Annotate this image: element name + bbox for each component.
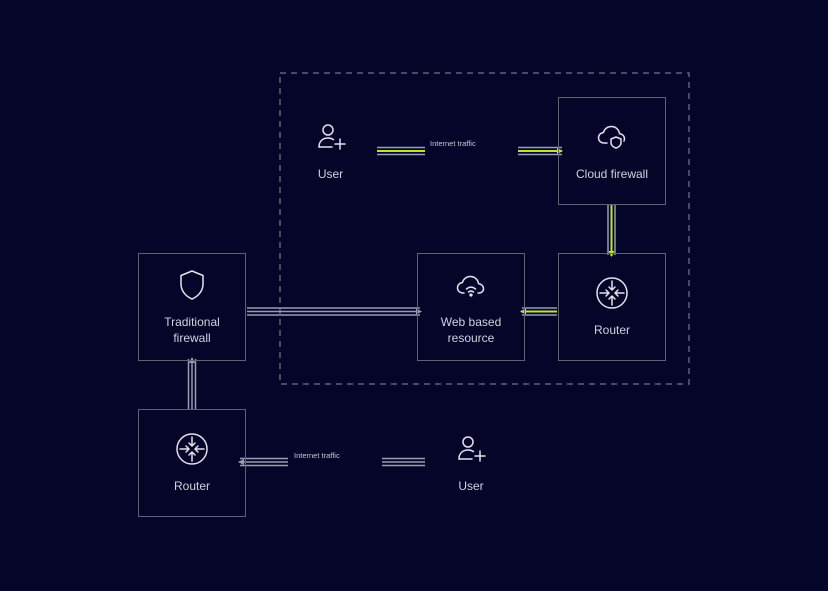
node-cloud-firewall[interactable]: Cloud firewall [558, 97, 666, 205]
user-plus-icon [317, 124, 346, 150]
edge-user-to-router-bottom [238, 457, 425, 467]
node-user-top[interactable]: User [280, 97, 381, 205]
node-label: Traditional firewall [164, 315, 220, 345]
node-router-right[interactable]: Router [558, 253, 666, 361]
edge-user-to-cloud-firewall [377, 146, 563, 156]
node-router-bottom[interactable]: Router [138, 409, 246, 517]
node-label: User [317, 167, 344, 181]
edge-label-internet-traffic-top: Internet traffic [430, 139, 476, 148]
edge-label-internet-traffic-bottom: Internet traffic [294, 451, 340, 460]
cloud-shield-icon [597, 125, 626, 149]
node-label: Cloud firewall [575, 167, 649, 181]
edge-router-to-traditional-firewall [187, 357, 197, 409]
node-traditional-firewall[interactable]: Traditional firewall [138, 253, 246, 361]
router-icon [176, 433, 208, 465]
user-plus-icon [458, 436, 486, 462]
node-label: Router [173, 479, 211, 493]
cloud-wifi-icon [456, 275, 485, 297]
node-label: Router [593, 323, 631, 337]
node-label: Web based resource [440, 315, 502, 345]
shield-icon [180, 270, 204, 300]
node-label: User [458, 479, 484, 493]
cloud-region-boundary [279, 72, 690, 385]
edge-traditional-firewall-to-web-resource [247, 307, 422, 316]
node-web-based-resource[interactable]: Web based resource [417, 253, 525, 361]
edge-cloud-firewall-to-router [607, 205, 616, 257]
edge-router-to-web-resource [520, 307, 557, 316]
node-user-bottom[interactable]: User [417, 409, 525, 517]
router-icon [596, 277, 628, 309]
